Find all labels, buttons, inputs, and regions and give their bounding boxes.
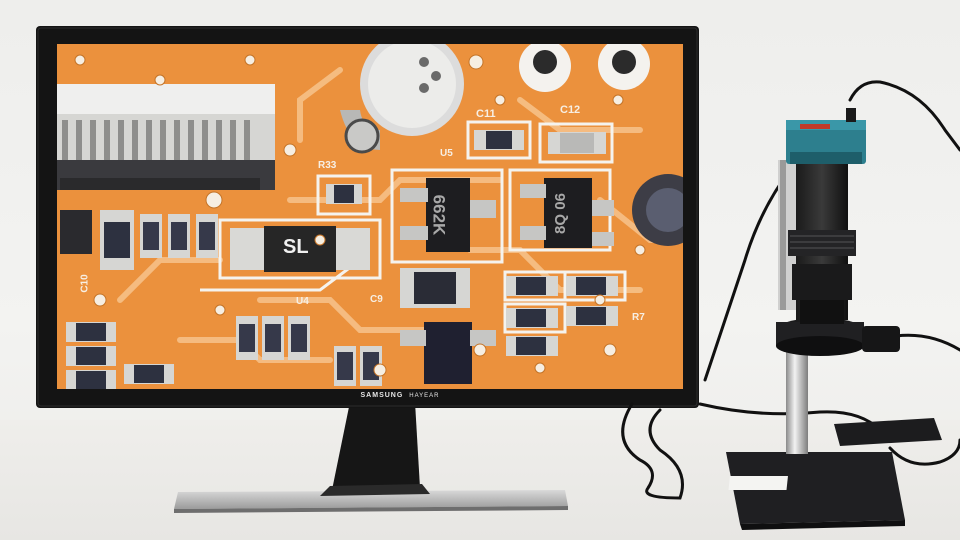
silk-u4: U4	[296, 296, 309, 307]
monitor-brand: SAMSUNG HAYEAR	[300, 392, 500, 399]
stand-pole	[786, 350, 808, 454]
monitor-model-name: HAYEAR	[409, 393, 440, 399]
silk-c10: C10	[79, 274, 91, 293]
silk-c12: C12	[560, 104, 581, 116]
smd-cluster-lower-left	[66, 316, 382, 389]
power-adapter	[834, 418, 942, 446]
chip-8q06	[544, 178, 592, 248]
monitor-screen	[57, 44, 683, 389]
silk-c9: C9	[370, 294, 383, 305]
silk-u5: U5	[440, 148, 453, 159]
chip-mark-sl: SL	[283, 236, 309, 258]
silk-r7: R7	[632, 312, 645, 323]
stand-base	[726, 452, 905, 524]
chip-662k	[426, 178, 470, 252]
stand-base-label	[728, 476, 788, 490]
smd-capacitors	[60, 130, 618, 384]
monitor-stand-base	[174, 490, 568, 509]
chip-mark-662k: 662K	[429, 194, 449, 236]
monitor-brand-name: SAMSUNG	[360, 392, 404, 399]
cables	[621, 80, 960, 500]
silk-c11: C11	[476, 108, 496, 120]
silk-r33: R33	[318, 160, 337, 171]
vias	[74, 54, 646, 377]
monitor-stand-neck	[332, 402, 420, 490]
chip-mark-8q06: 8Q 06	[551, 193, 569, 234]
round-pads	[519, 44, 650, 92]
